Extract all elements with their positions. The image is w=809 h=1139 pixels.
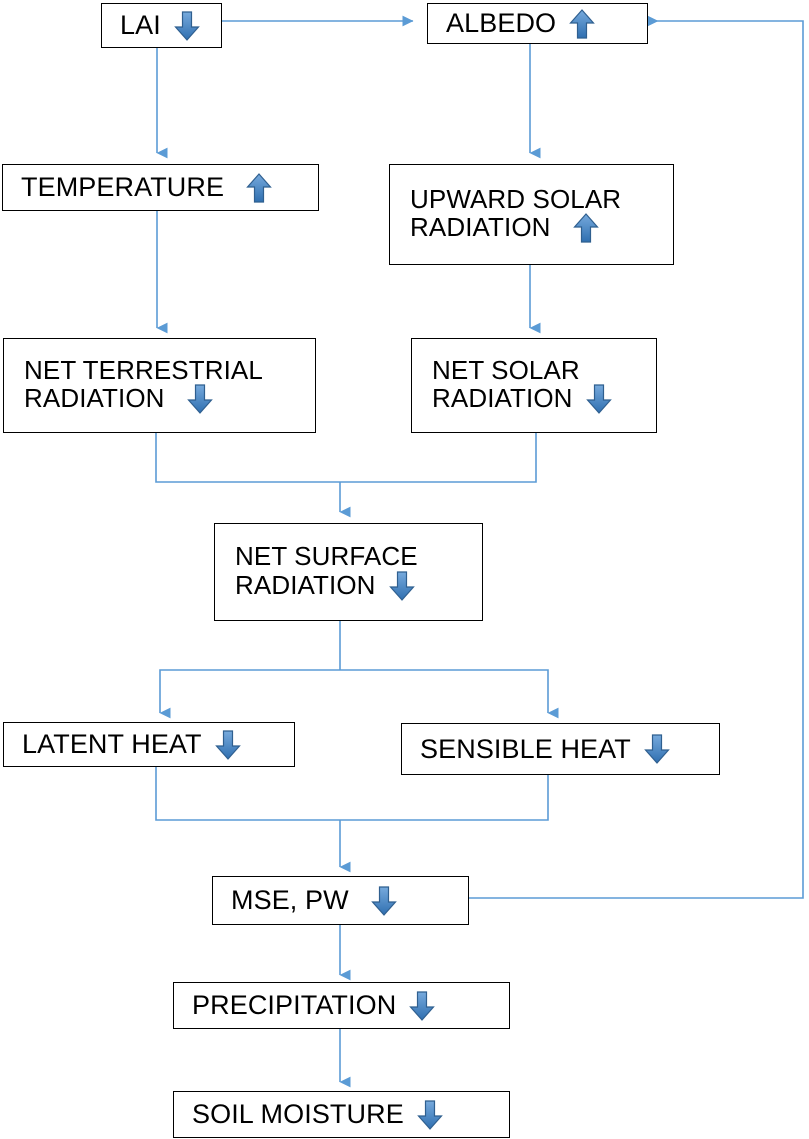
up-block-arrow-icon [569,8,595,39]
node-precipitation[interactable]: PRECIPITATION [173,982,510,1029]
node-latent-heat[interactable]: LATENT HEAT [3,722,295,767]
edge-net-terrestrial-to-merge [155,433,340,483]
node-net-surface-radiation-label-line2: RADIATION [235,569,376,600]
node-net-solar-radiation-label-line2: RADIATION [432,383,573,414]
node-mse-pw-label: MSE, PW [231,885,349,916]
node-soil-moisture-label: SOIL MOISTURE [192,1099,404,1130]
node-net-surface-radiation-label-line1: NET SURFACE [235,541,418,572]
node-upward-solar-radiation[interactable]: UPWARD SOLAR RADIATION [389,164,674,265]
node-net-terrestrial-radiation-label-line2: RADIATION [24,383,165,414]
node-upward-solar-radiation-label-line2: RADIATION [410,212,551,243]
edge-latent-to-merge [155,767,340,821]
down-block-arrow-icon [644,734,670,764]
down-block-arrow-icon [173,10,200,41]
node-temperature-label: TEMPERATURE [21,172,225,203]
edge-split-to-sensible [340,669,559,719]
node-upward-solar-radiation-label-line1: UPWARD SOLAR [410,183,622,214]
node-temperature[interactable]: TEMPERATURE [2,164,319,211]
node-albedo[interactable]: ALBEDO [427,3,648,44]
node-lai[interactable]: LAI [101,3,222,48]
node-lai-label: LAI [120,10,161,41]
node-latent-heat-label: LATENT HEAT [22,729,202,760]
node-sensible-heat-label: SENSIBLE HEAT [420,733,631,764]
up-block-arrow-icon [572,213,599,243]
up-block-arrow-icon [246,172,272,203]
down-block-arrow-icon [388,571,415,601]
down-block-arrow-icon [409,990,436,1021]
node-net-surface-radiation[interactable]: NET SURFACE RADIATION [214,523,483,621]
node-sensible-heat[interactable]: SENSIBLE HEAT [401,723,720,775]
node-net-terrestrial-radiation[interactable]: NET TERRESTRIAL RADIATION [3,338,316,433]
node-precipitation-label: PRECIPITATION [192,990,397,1021]
node-net-terrestrial-radiation-label-line1: NET TERRESTRIAL [24,354,263,385]
node-net-solar-radiation-label-line1: NET SOLAR [432,354,580,385]
down-block-arrow-icon [214,729,241,760]
edge-sensible-to-merge [340,775,549,821]
edge-net-solar-to-merge [340,433,537,483]
down-block-arrow-icon [417,1099,443,1130]
node-net-solar-radiation[interactable]: NET SOLAR RADIATION [411,338,657,433]
edge-split-to-latent [159,669,340,719]
node-mse-pw[interactable]: MSE, PW [212,876,469,925]
down-block-arrow-icon [186,384,213,415]
node-soil-moisture[interactable]: SOIL MOISTURE [173,1091,510,1138]
node-albedo-label: ALBEDO [446,8,557,39]
down-block-arrow-icon [370,885,397,916]
down-block-arrow-icon [585,384,612,415]
